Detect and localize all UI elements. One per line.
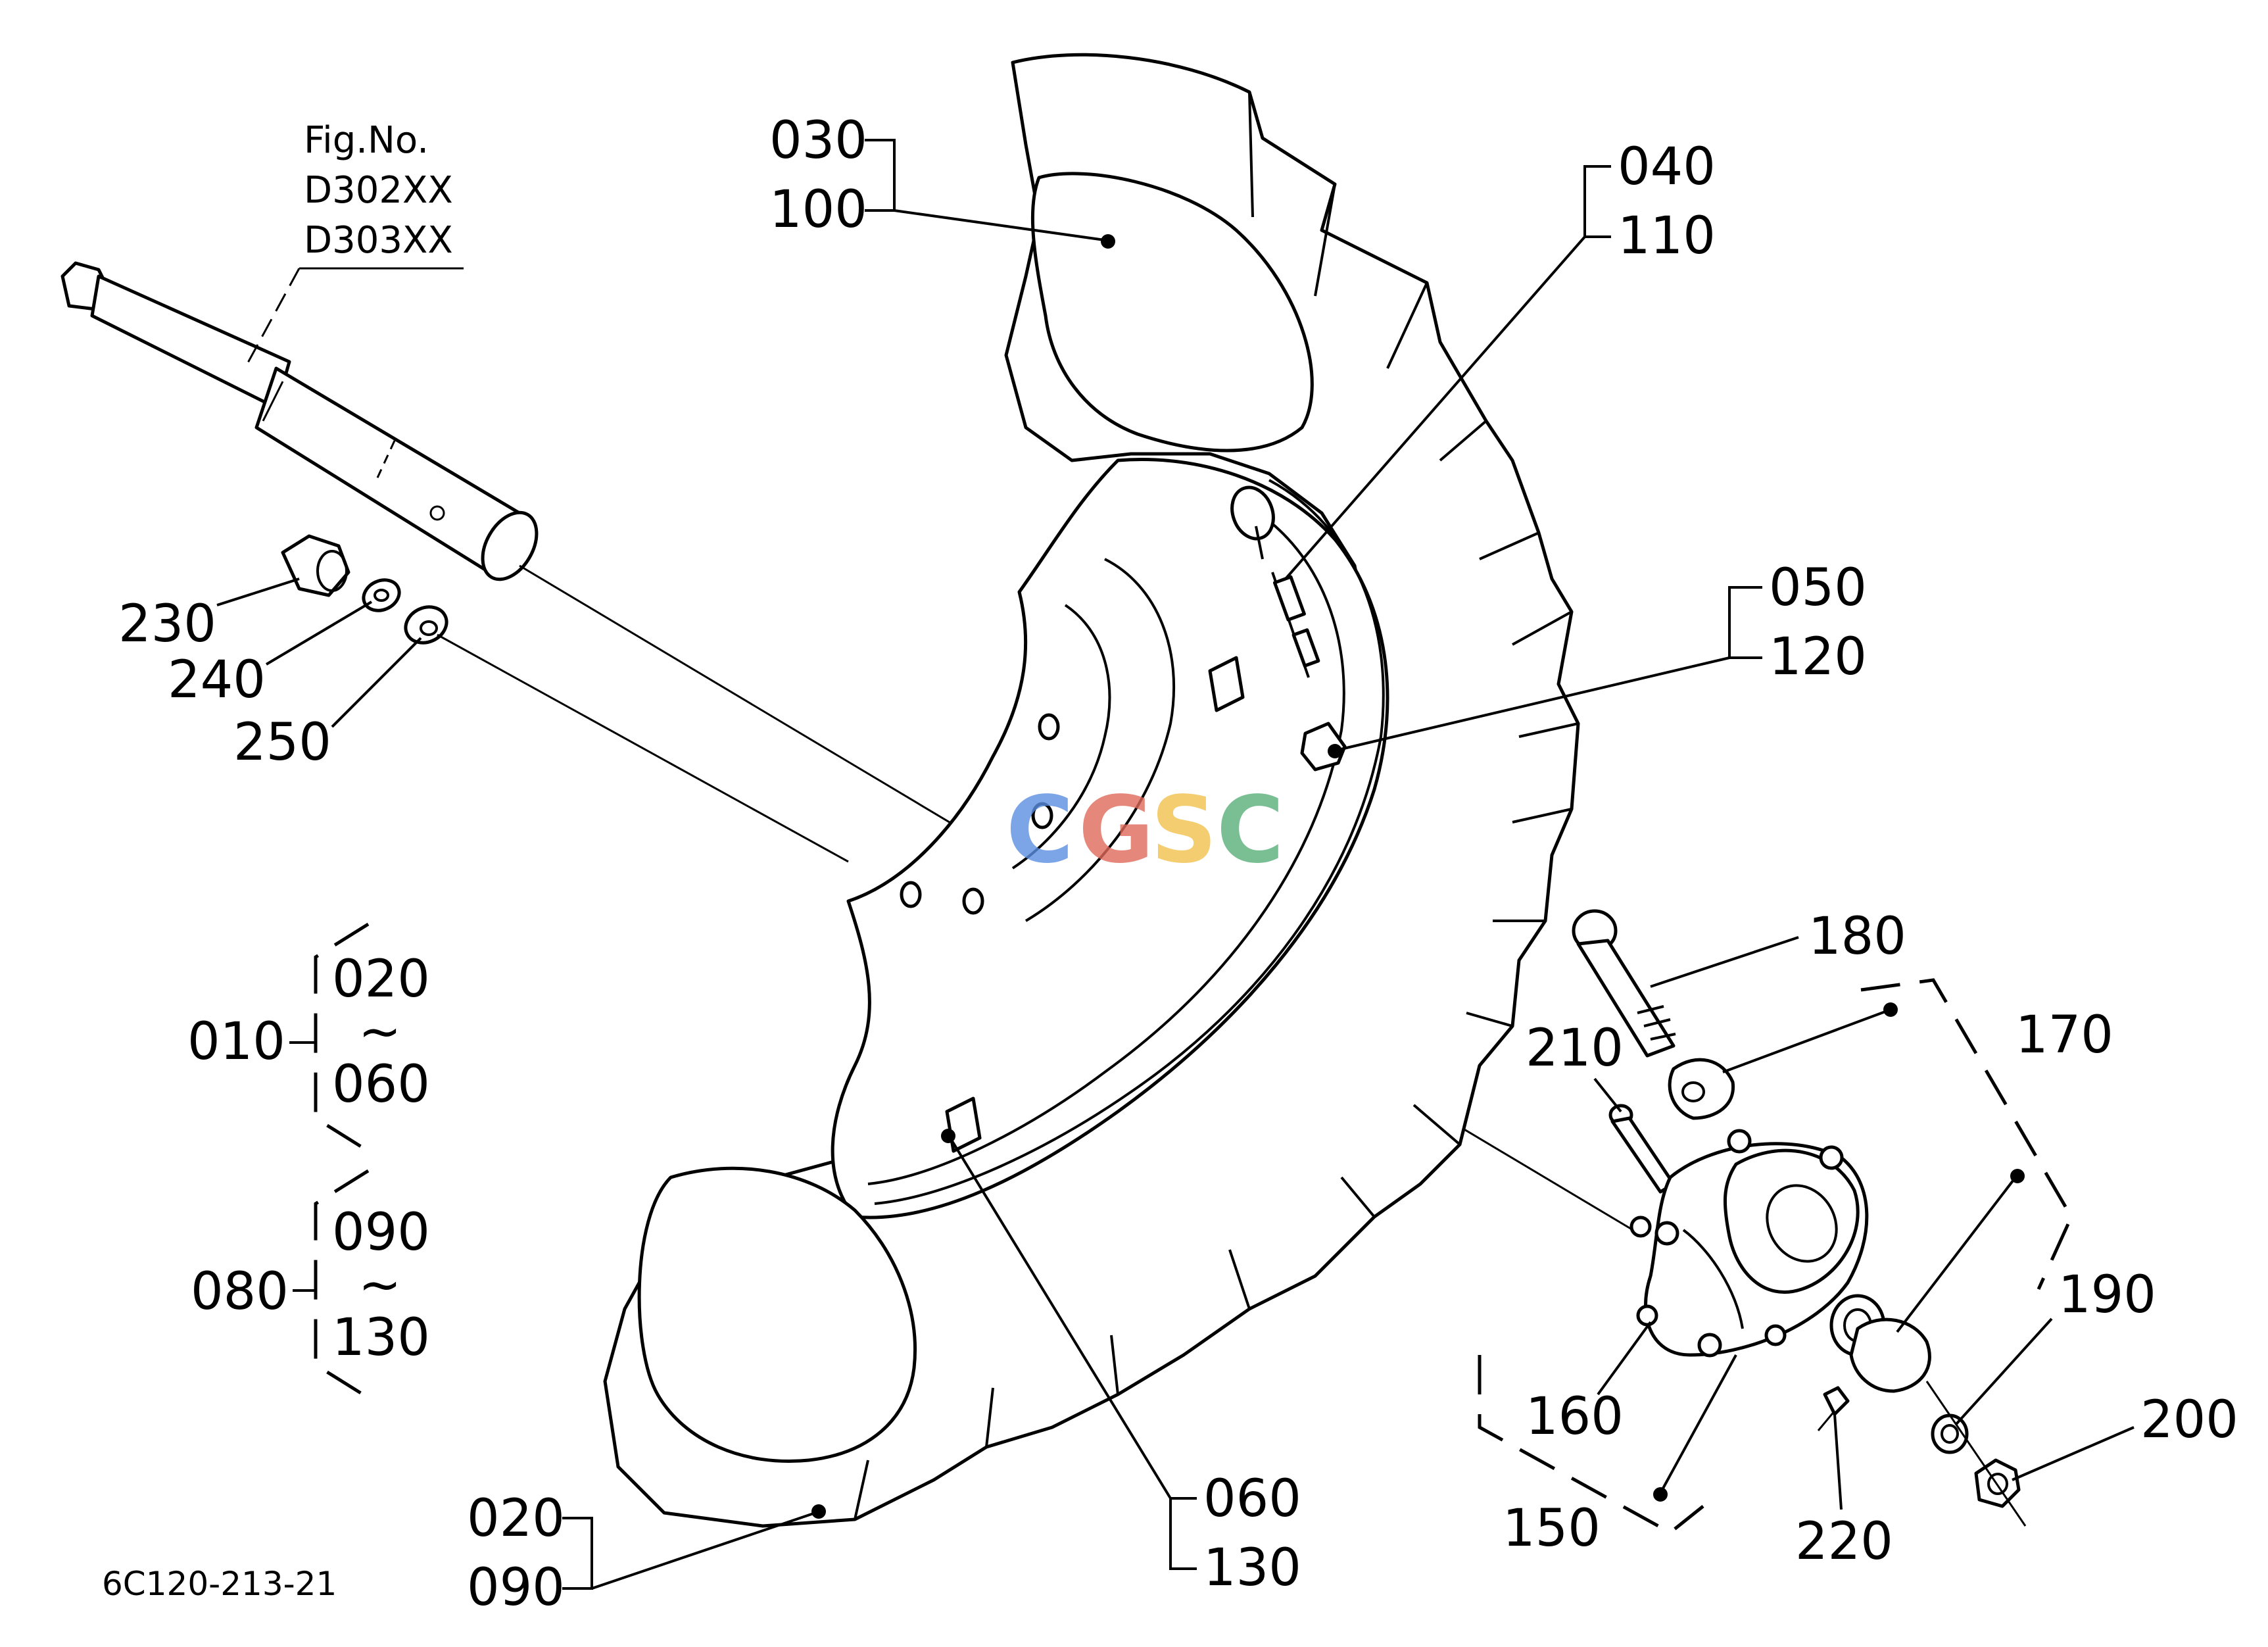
label-150: 150 xyxy=(1503,1499,1601,1558)
callout-200: 200 xyxy=(2012,1390,2238,1481)
callout-210: 210 xyxy=(1526,1019,1624,1113)
drawing-code: 6C120-213-21 xyxy=(102,1565,337,1603)
valve-stem xyxy=(1230,485,1320,678)
fig-ref-2: D303XX xyxy=(304,219,453,262)
label-200: 200 xyxy=(2140,1390,2238,1450)
assembly-line-nut xyxy=(1925,1381,2027,1527)
group-010: 010 020 ~ 060 xyxy=(187,922,430,1153)
group-bracket-170 xyxy=(1860,978,2073,1291)
callout-220: 220 xyxy=(1795,1413,1893,1571)
label-090: 090 xyxy=(467,1558,565,1617)
washer-250 xyxy=(404,605,448,645)
group-080-parent: 080 xyxy=(191,1262,289,1321)
label-060: 060 xyxy=(1203,1469,1301,1529)
callout-030-100: 030 100 xyxy=(769,111,1115,249)
callout-250: 250 xyxy=(233,637,422,772)
callout-050-120: 050 120 xyxy=(1328,558,1867,758)
label-100: 100 xyxy=(769,180,867,239)
fig-ref-1: D302XX xyxy=(304,169,453,212)
nut-200 xyxy=(1974,1458,2021,1508)
callout-060-130: 060 130 xyxy=(941,1129,1301,1598)
bolt-180 xyxy=(1572,909,1676,1058)
nut-230 xyxy=(281,534,350,597)
callout-040-110: 040 110 xyxy=(1284,137,1716,580)
hub-flange xyxy=(1629,1129,1886,1358)
pin-210 xyxy=(1608,1104,1676,1194)
label-120: 120 xyxy=(1769,627,1867,687)
group-080-to: 130 xyxy=(332,1308,430,1367)
svg-text:G: G xyxy=(1078,777,1154,884)
fig-no-label: Fig.No. xyxy=(304,119,429,162)
label-160: 160 xyxy=(1526,1387,1624,1446)
svg-text:C: C xyxy=(1006,777,1074,884)
split-pin-220 xyxy=(1817,1386,1850,1431)
callout-190: 190 xyxy=(1955,1266,2156,1425)
label-040: 040 xyxy=(1618,137,1716,197)
group-080-from: 090 xyxy=(332,1203,430,1262)
callout-230: 230 xyxy=(118,578,300,654)
watermark-logo: C G S C xyxy=(1006,777,1284,884)
washer-240 xyxy=(362,578,401,612)
label-170: 170 xyxy=(2015,1006,2113,1065)
svg-text:C: C xyxy=(1217,777,1284,884)
callout-180: 180 xyxy=(1650,907,1906,988)
group-080: 080 090 ~ 130 xyxy=(191,1169,430,1400)
assembly-line-washer xyxy=(437,633,849,863)
label-210: 210 xyxy=(1526,1019,1624,1078)
label-050: 050 xyxy=(1769,558,1867,618)
group-010-from: 020 xyxy=(332,950,430,1009)
label-240: 240 xyxy=(168,651,266,710)
group-080-tilde: ~ xyxy=(358,1256,401,1315)
label-190: 190 xyxy=(2058,1266,2156,1325)
svg-text:S: S xyxy=(1151,777,1217,884)
group-010-tilde: ~ xyxy=(358,1002,401,1062)
label-110: 110 xyxy=(1618,207,1716,266)
label-230: 230 xyxy=(118,595,216,654)
callout-160: 160 xyxy=(1526,1321,1652,1446)
label-130: 130 xyxy=(1203,1538,1301,1598)
label-220: 220 xyxy=(1795,1512,1893,1571)
group-010-to: 060 xyxy=(332,1055,430,1114)
callout-150: 150 xyxy=(1503,1354,1737,1558)
fig-reference: Fig.No. D302XX D303XX xyxy=(245,119,464,366)
collar-170-outer xyxy=(1849,1317,1931,1393)
group-010-parent: 010 xyxy=(187,1012,285,1071)
callout-170: 170 xyxy=(1722,1002,2113,1333)
washer-190 xyxy=(1931,1413,1969,1454)
callout-020-090: 020 090 xyxy=(467,1489,826,1617)
label-180: 180 xyxy=(1808,907,1906,966)
group-bracket-150 xyxy=(1478,1355,1704,1535)
label-030: 030 xyxy=(769,111,867,170)
label-250: 250 xyxy=(233,713,331,772)
axle-shaft xyxy=(60,261,539,581)
collar-170 xyxy=(1668,1058,1735,1120)
label-020: 020 xyxy=(467,1489,565,1548)
callout-240: 240 xyxy=(168,601,373,710)
wheel-assembly xyxy=(603,53,1580,1528)
